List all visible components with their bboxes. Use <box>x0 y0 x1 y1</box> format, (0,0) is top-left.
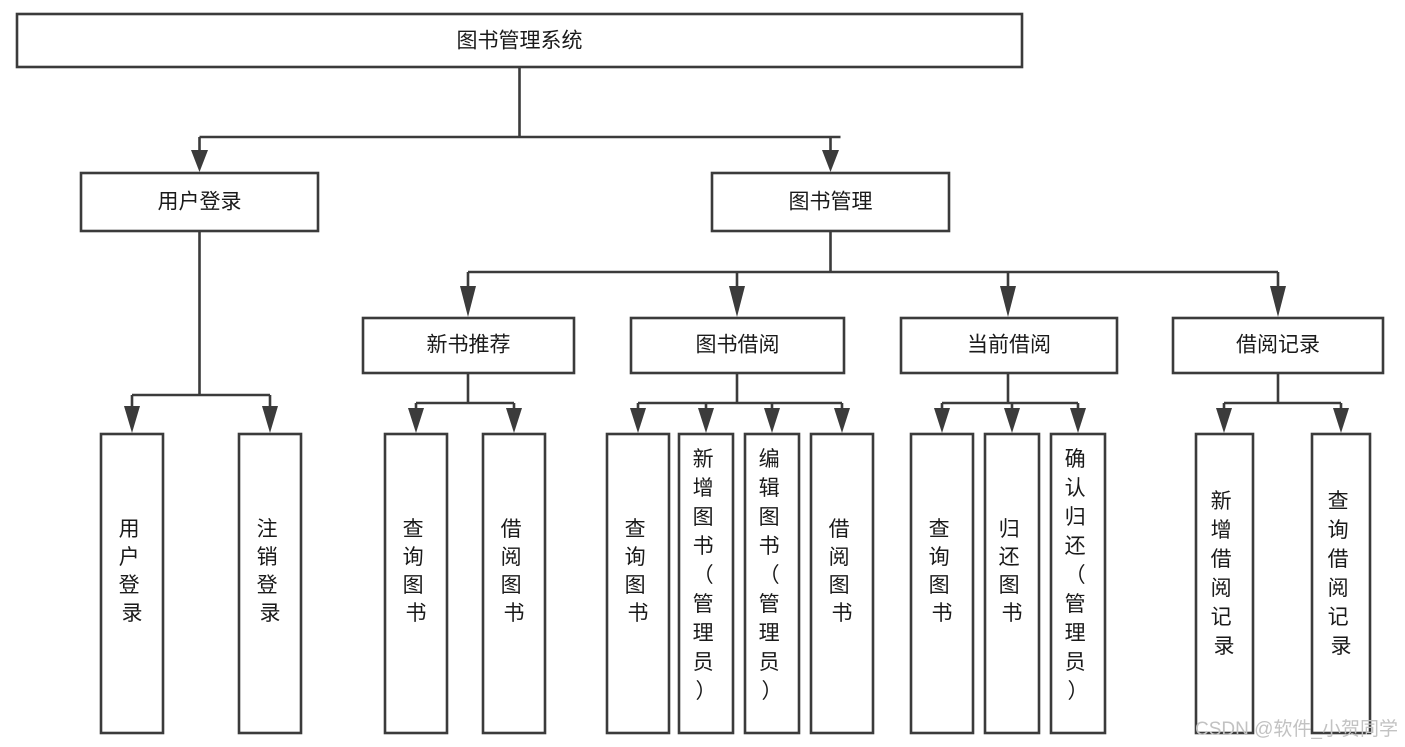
node-leaf-add-borrow-record-label: 新 增 借 阅 记 录 <box>1211 490 1238 658</box>
arrow-head-leaf-query-book-current <box>934 408 950 433</box>
node-leaf-logout-box[interactable] <box>237 432 303 735</box>
node-leaf-add-book-admin[interactable]: 新 增 图 书 （ 管 理 员 ） <box>677 432 735 735</box>
arrow-head-leaf-query-borrow-record <box>1333 408 1349 433</box>
node-leaf-borrow-book-recommend[interactable]: 借 阅 图 书 <box>481 432 547 735</box>
node-leaf-logout-label: 注 销 登 录 <box>257 518 284 625</box>
node-leaf-borrow-book-recommend-box[interactable] <box>481 432 547 735</box>
node-leaf-add-borrow-record-box[interactable] <box>1194 432 1255 735</box>
node-root-box[interactable] <box>15 12 1024 69</box>
arrow-head-leaf-add-book-admin <box>698 408 714 433</box>
node-leaf-query-borrow-record[interactable]: 查 询 借 阅 记 录 <box>1310 432 1372 735</box>
node-book-borrow-box[interactable] <box>629 316 846 375</box>
node-leaf-query-borrow-record-box[interactable] <box>1310 432 1372 735</box>
node-leaf-logout[interactable]: 注 销 登 录 <box>237 432 303 735</box>
arrow-head-borrow-record <box>1270 286 1286 317</box>
node-leaf-query-book-current[interactable]: 查 询 图 书 <box>909 432 975 735</box>
arrow-head-leaf-add-borrow-record <box>1216 408 1232 433</box>
node-book-borrow[interactable]: 图书借阅 <box>629 316 846 375</box>
node-leaf-query-book-borrow-box[interactable] <box>605 432 671 735</box>
node-new-book-recommend-box[interactable] <box>361 316 576 375</box>
node-leaf-query-book-recommend-box[interactable] <box>383 432 449 735</box>
node-layer: 图书管理系统 用户登录 图书管理 新书推荐 图书借阅 当前 <box>15 12 1385 735</box>
node-current-borrow-label: 当前借阅 <box>967 334 1051 357</box>
arrow-head-leaf-user-login <box>124 406 140 433</box>
node-book-management-box[interactable] <box>710 171 951 233</box>
node-leaf-query-book-recommend-label: 查 询 图 书 <box>403 518 430 625</box>
arrow-head-leaf-return-book <box>1004 408 1020 433</box>
node-leaf-confirm-return-admin-label: 确 认 归 还 （ 管 理 员 ） <box>1065 448 1092 703</box>
node-current-borrow[interactable]: 当前借阅 <box>899 316 1119 375</box>
node-borrow-record-label: 借阅记录 <box>1236 334 1320 357</box>
watermark-label: CSDN @软件_小贺同学 <box>1195 718 1398 740</box>
node-user-login-box[interactable] <box>79 171 320 233</box>
node-leaf-user-login[interactable]: 用 户 登 录 <box>99 432 165 735</box>
node-leaf-query-book-borrow[interactable]: 查 询 图 书 <box>605 432 671 735</box>
node-leaf-return-book-box[interactable] <box>983 432 1041 735</box>
node-user-login-label: 用户登录 <box>158 191 242 214</box>
node-leaf-borrow-book[interactable]: 借 阅 图 书 <box>809 432 875 735</box>
node-root[interactable]: 图书管理系统 <box>15 12 1024 69</box>
node-book-management-label: 图书管理 <box>789 191 873 214</box>
arrow-head-leaf-logout <box>262 406 278 433</box>
node-leaf-query-book-current-label: 查 询 图 书 <box>929 518 956 625</box>
node-leaf-return-book[interactable]: 归 还 图 书 <box>983 432 1041 735</box>
node-leaf-query-book-recommend[interactable]: 查 询 图 书 <box>383 432 449 735</box>
arrow-head-leaf-borrow-book-recommend <box>506 408 522 433</box>
node-root-label: 图书管理系统 <box>457 30 583 53</box>
arrow-head-book-borrow <box>729 286 745 317</box>
arrow-head-book-management <box>822 150 839 172</box>
arrow-head-leaf-query-book-borrow <box>630 408 646 433</box>
node-leaf-edit-book-admin[interactable]: 编 辑 图 书 （ 管 理 员 ） <box>743 432 801 735</box>
node-leaf-user-login-label: 用 户 登 录 <box>119 518 146 625</box>
arrow-head-new-book-recommend <box>460 286 476 317</box>
node-new-book-recommend[interactable]: 新书推荐 <box>361 316 576 375</box>
node-leaf-add-borrow-record[interactable]: 新 增 借 阅 记 录 <box>1194 432 1255 735</box>
node-leaf-query-book-borrow-label: 查 询 图 书 <box>625 518 652 625</box>
node-leaf-edit-book-admin-box[interactable] <box>743 432 801 735</box>
arrow-head-leaf-confirm-return-admin <box>1070 408 1086 433</box>
node-new-book-recommend-label: 新书推荐 <box>427 334 511 357</box>
arrow-head-leaf-edit-book-admin <box>764 408 780 433</box>
node-leaf-query-borrow-record-label: 查 询 借 阅 记 录 <box>1328 490 1355 658</box>
node-borrow-record[interactable]: 借阅记录 <box>1171 316 1385 375</box>
node-current-borrow-box[interactable] <box>899 316 1119 375</box>
node-leaf-user-login-box[interactable] <box>99 432 165 735</box>
arrow-head-current-borrow <box>1000 286 1016 317</box>
node-user-login[interactable]: 用户登录 <box>79 171 320 233</box>
connector-layer <box>124 67 1349 433</box>
node-leaf-confirm-return-admin[interactable]: 确 认 归 还 （ 管 理 员 ） <box>1049 432 1107 735</box>
node-leaf-return-book-label: 归 还 图 书 <box>999 518 1026 625</box>
node-leaf-borrow-book-recommend-label: 借 阅 图 书 <box>501 518 528 625</box>
node-borrow-record-box[interactable] <box>1171 316 1385 375</box>
node-leaf-query-book-current-box[interactable] <box>909 432 975 735</box>
arrow-head-user-login <box>191 150 208 172</box>
node-leaf-add-book-admin-label: 新 增 图 书 （ 管 理 员 ） <box>693 448 720 703</box>
node-book-borrow-label: 图书借阅 <box>696 334 780 357</box>
node-leaf-add-book-admin-box[interactable] <box>677 432 735 735</box>
arrow-head-leaf-query-book-recommend <box>408 408 424 433</box>
node-leaf-borrow-book-box[interactable] <box>809 432 875 735</box>
node-leaf-confirm-return-admin-box[interactable] <box>1049 432 1107 735</box>
arrow-head-leaf-borrow-book <box>834 408 850 433</box>
node-book-management[interactable]: 图书管理 <box>710 171 951 233</box>
node-leaf-edit-book-admin-label: 编 辑 图 书 （ 管 理 员 ） <box>759 448 786 703</box>
node-leaf-borrow-book-label: 借 阅 图 书 <box>829 518 856 625</box>
